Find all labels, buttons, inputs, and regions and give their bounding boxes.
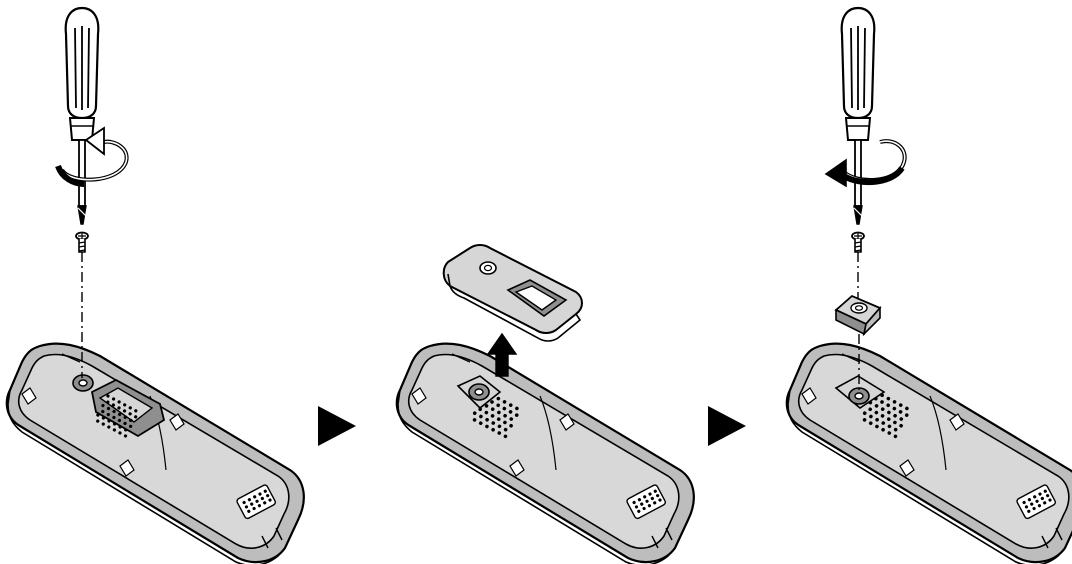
rotate-clockwise-arrow-icon [826, 141, 905, 186]
rotate-counterclockwise-arrow-icon [58, 128, 127, 184]
screwdriver-icon [66, 8, 99, 224]
screw-icon [852, 233, 864, 253]
screw-hole-icon [73, 375, 93, 391]
handset-back-icon [7, 344, 304, 564]
screwdriver-icon [842, 8, 875, 224]
screw-icon [76, 233, 88, 253]
next-step-arrow-icon [708, 406, 746, 446]
cover-plate-icon [444, 245, 582, 341]
next-step-arrow-icon [318, 406, 356, 446]
mount-block-icon [836, 296, 880, 334]
handset-back-icon [397, 344, 694, 564]
step-3 [787, 8, 1072, 564]
step-2 [397, 245, 694, 564]
handset-back-icon [787, 344, 1072, 564]
step-1 [7, 8, 304, 564]
